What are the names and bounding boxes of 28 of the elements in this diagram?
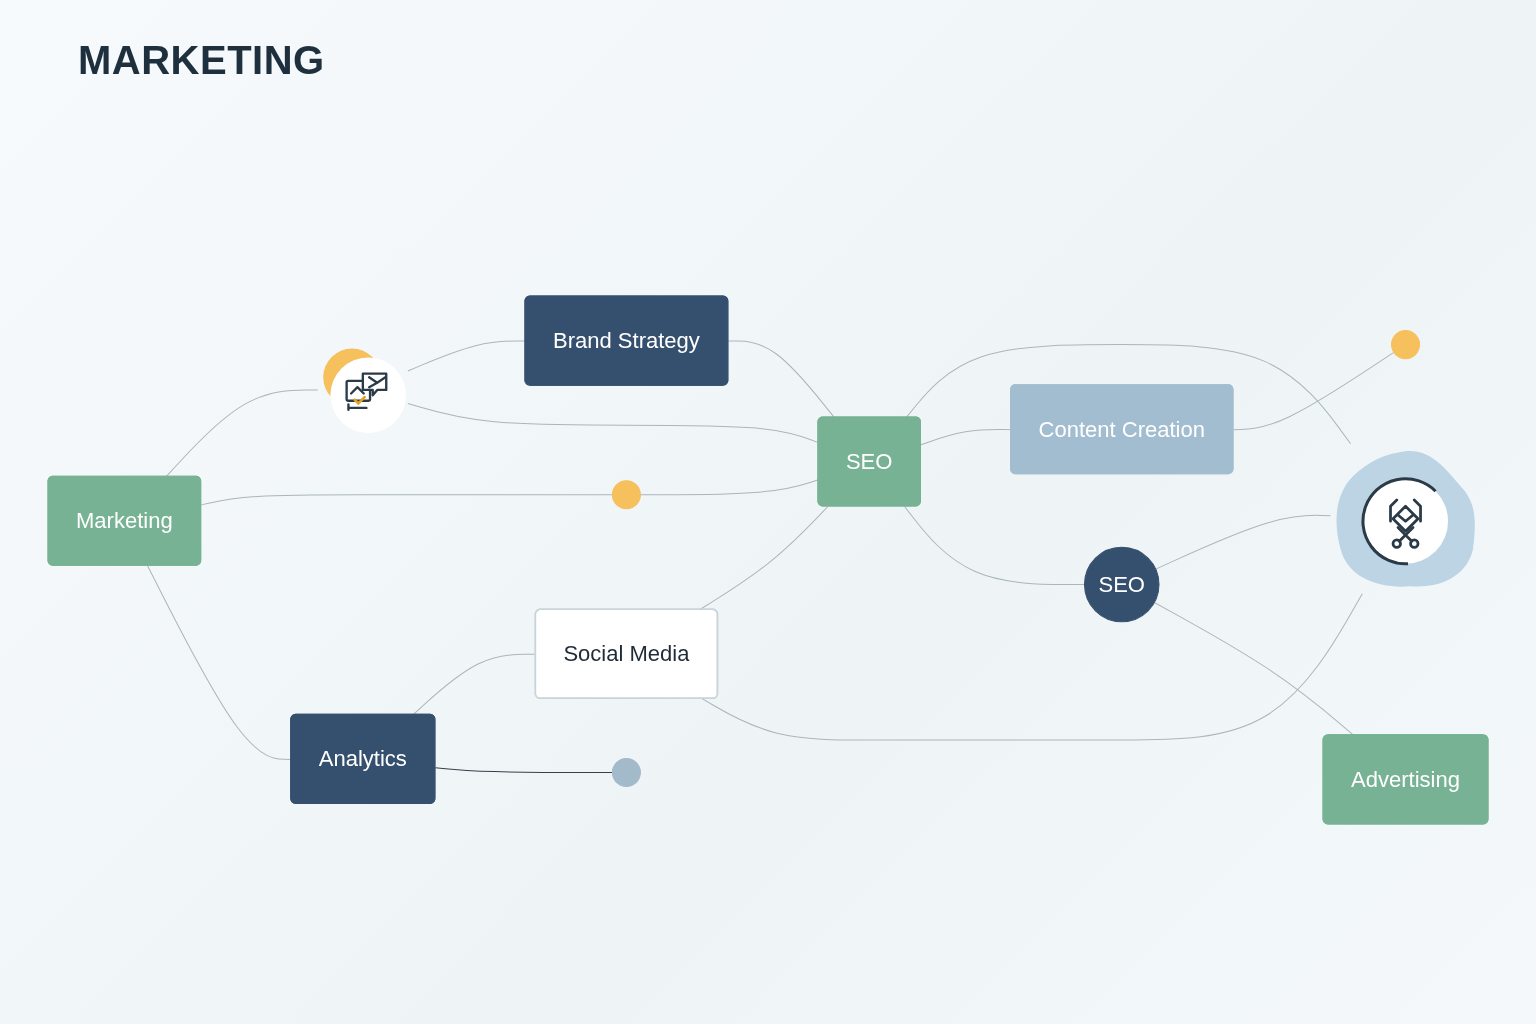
dot [611, 757, 641, 787]
topic-circle: SEO [1084, 546, 1160, 623]
connector-line [904, 506, 1085, 585]
connector-line [407, 340, 526, 372]
connector-line [905, 344, 1352, 445]
connector-line [699, 506, 829, 611]
dot [611, 480, 641, 510]
connector-line [1153, 602, 1355, 736]
connector-line [200, 494, 613, 506]
title: MARKETING [78, 38, 325, 83]
topic-box: Brand Strategy [524, 295, 729, 386]
dot [1391, 330, 1421, 360]
topic-box: Advertising [1322, 734, 1489, 825]
connector-line [147, 565, 292, 760]
connector-line [702, 593, 1363, 741]
connector-line [727, 340, 835, 418]
connector-line [1155, 514, 1331, 570]
connector-line [407, 402, 819, 444]
connector-line [165, 389, 319, 478]
connector-line [434, 767, 613, 773]
topic-box: Content Creation [1010, 384, 1234, 475]
connector-line [920, 429, 1012, 446]
topic-box: Social Media [534, 608, 719, 700]
topic-box: Marketing [47, 475, 202, 566]
topic-box: Analytics [290, 713, 436, 804]
topic-box: SEO [817, 416, 921, 507]
connector-line [1233, 351, 1395, 431]
connector-line [639, 479, 819, 496]
